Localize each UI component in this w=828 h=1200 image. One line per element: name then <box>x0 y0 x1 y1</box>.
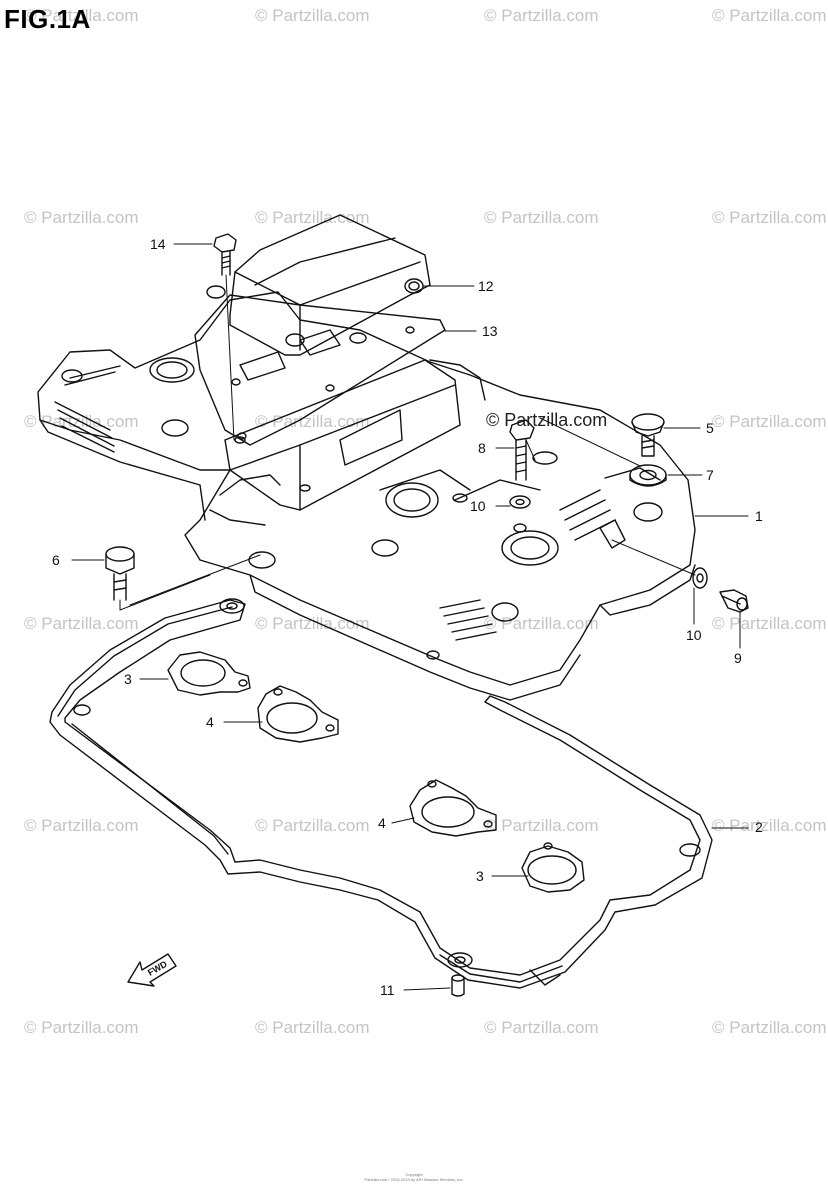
figure-title: FIG.1A <box>4 4 91 34</box>
plug-hole-gasket-3-lower <box>521 842 585 893</box>
copyright-line-2: Partzilla.com / 2004-2019 by ARI Network… <box>364 1177 464 1182</box>
breather-cover <box>229 214 431 356</box>
callout-10-upper[interactable]: 10 <box>470 498 486 514</box>
callout-9[interactable]: 9 <box>734 650 742 666</box>
bolt-5 <box>539 413 665 467</box>
callout-4-lower[interactable]: 4 <box>378 815 386 831</box>
callout-3-upper[interactable]: 3 <box>124 671 132 687</box>
watermark: © Partzilla.com <box>255 614 370 633</box>
callout-7[interactable]: 7 <box>706 467 714 483</box>
watermark: © Partzilla.com <box>486 410 608 430</box>
callout-3-lower[interactable]: 3 <box>476 868 484 884</box>
watermark: © Partzilla.com <box>712 208 827 227</box>
callout-1[interactable]: 1 <box>755 508 763 524</box>
leader-lines <box>71 243 749 991</box>
watermark: © Partzilla.com <box>255 208 370 227</box>
fwd-arrow-icon <box>127 953 177 987</box>
watermark: © Partzilla.com <box>24 614 139 633</box>
breather-housing <box>224 359 486 511</box>
watermark: © Partzilla.com <box>484 1018 599 1037</box>
watermark: © Partzilla.com <box>484 208 599 227</box>
watermark: © Partzilla.com <box>24 816 139 835</box>
callout-4-upper[interactable]: 4 <box>206 714 214 730</box>
watermark: © Partzilla.com <box>484 6 599 25</box>
watermark: © Partzilla.com <box>712 816 827 835</box>
dowel-pin-11 <box>451 974 465 997</box>
callout-12[interactable]: 12 <box>478 278 494 294</box>
watermark: © Partzilla.com <box>712 1018 827 1037</box>
washer-10-upper <box>509 495 531 509</box>
watermark: © Partzilla.com <box>255 1018 370 1037</box>
bolt-14 <box>213 233 237 441</box>
copyright-note: Copyright Partzilla.com / 2004-2019 by A… <box>0 1172 828 1182</box>
watermark: © Partzilla.com <box>24 208 139 227</box>
watermark: © Partzilla.com <box>255 6 370 25</box>
cylinder-head-cover <box>37 285 696 701</box>
callout-14[interactable]: 14 <box>150 236 166 252</box>
watermark: © Partzilla.com <box>24 1018 139 1037</box>
callout-5[interactable]: 5 <box>706 420 714 436</box>
plug-hole-gasket-4-lower <box>409 779 497 837</box>
bolt-8 <box>509 419 536 481</box>
plug-hole-gasket-4-upper <box>257 685 339 743</box>
copyright-line-1: Copyright <box>405 1172 423 1177</box>
callout-13[interactable]: 13 <box>482 323 498 339</box>
plug-hole-gasket-3-upper <box>167 651 251 696</box>
watermark: © Partzilla.com <box>712 6 827 25</box>
watermark: © Partzilla.com <box>255 816 370 835</box>
watermark: © Partzilla.com <box>712 614 827 633</box>
washer-10-lower <box>611 539 708 589</box>
breather-gasket <box>194 294 446 446</box>
watermark: © Partzilla.com <box>712 412 827 431</box>
callout-11[interactable]: 11 <box>380 982 395 998</box>
callout-8[interactable]: 8 <box>478 440 486 456</box>
bolt-6 <box>105 546 261 611</box>
watermark: © Partzilla.com <box>484 816 599 835</box>
bolt-9 <box>719 589 749 613</box>
cover-gasket <box>49 598 713 989</box>
callout-2[interactable]: 2 <box>755 819 763 835</box>
callout-10-lower[interactable]: 10 <box>686 627 702 643</box>
washer-7 <box>629 464 667 487</box>
watermark: © Partzilla.com <box>24 6 139 25</box>
callout-6[interactable]: 6 <box>52 552 60 568</box>
